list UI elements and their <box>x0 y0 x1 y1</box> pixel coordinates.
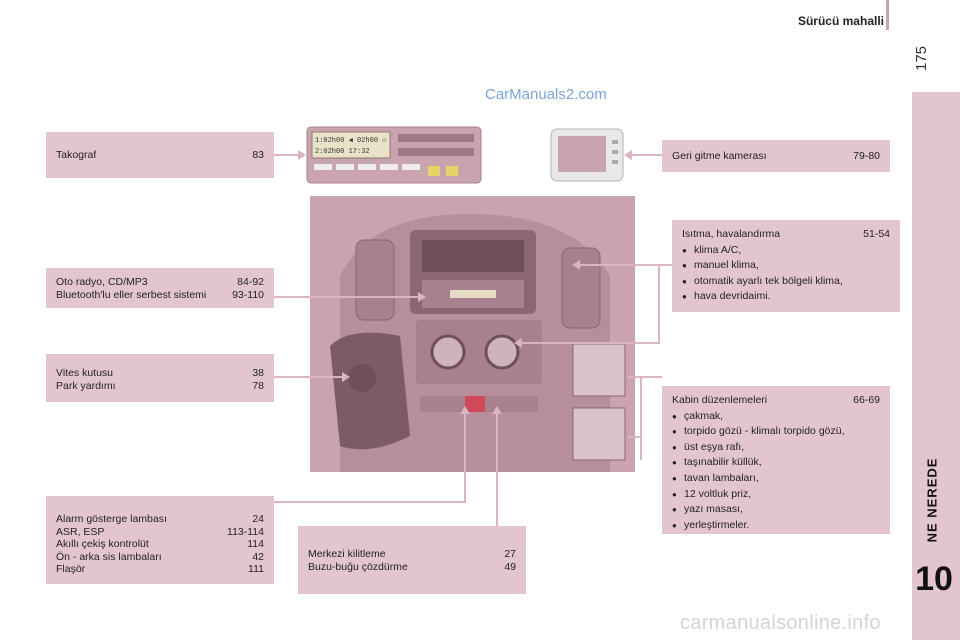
connector-heating-arrow-1 <box>572 260 580 270</box>
connector-cabin-v <box>640 376 642 460</box>
list-item: torpido gözü - klimalı torpido gözü, <box>672 425 880 438</box>
list-item: yazı masası, <box>672 503 880 516</box>
connector-locking-v <box>496 414 498 526</box>
connector-hazard-v <box>464 414 466 503</box>
list-item: taşınabilir küllük, <box>672 456 880 469</box>
connector-camera <box>630 154 662 156</box>
section-title: Sürücü mahalli <box>797 14 884 28</box>
list-item: klima A/C, <box>682 244 890 257</box>
connector-hazard-arrow <box>460 406 470 414</box>
chapter-number: 10 <box>915 560 953 598</box>
connector-cabin-2 <box>628 436 642 438</box>
page-number: 175 <box>913 45 930 71</box>
connector-heating-2 <box>520 342 660 344</box>
connector-camera-arrow <box>624 150 632 160</box>
dashboard-illustration <box>310 196 635 472</box>
watermark-top: CarManuals2.com <box>485 86 607 103</box>
connector-hazard-h <box>274 501 466 503</box>
box-cabin-bullets: çakmak, torpido gözü - klimalı torpido g… <box>672 410 880 532</box>
list-item: manuel klima, <box>682 259 890 272</box>
connector-gearbox <box>274 376 344 378</box>
watermark-footer: carmanualsonline.info <box>680 612 881 634</box>
connector-heating-v <box>658 264 660 344</box>
camera-screen-illustration <box>550 128 624 182</box>
list-item: çakmak, <box>672 410 880 423</box>
connector-locking-arrow <box>492 406 502 414</box>
connector-radio <box>274 296 420 298</box>
dashboard-drawing <box>330 214 626 472</box>
connector-gearbox-arrow <box>342 372 350 382</box>
connector-radio-arrow <box>418 292 426 302</box>
connector-tachograph <box>274 154 300 156</box>
chapter-label: NE NEREDE <box>924 457 940 543</box>
list-item: otomatik ayarlı tek bölgeli klima, <box>682 275 890 288</box>
list-item: üst eşya rafı, <box>672 441 880 454</box>
connector-cabin-1 <box>628 376 662 378</box>
chapter-tab <box>912 92 960 640</box>
connector-tachograph-arrow <box>298 150 306 160</box>
header-divider <box>886 0 889 30</box>
list-item: hava devridaimi. <box>682 290 890 303</box>
list-item: tavan lambaları, <box>672 472 880 485</box>
list-item: 12 voltluk priz, <box>672 488 880 501</box>
tachograph-line-1: 1:02h00 ◀ 02h00 ⌂ <box>315 137 386 145</box>
tachograph-illustration: 1:02h00 ◀ 02h00 ⌂ 2:02h00 17:32 <box>306 126 482 184</box>
list-item: yerleştirmeler. <box>672 519 880 532</box>
tachograph-line-2: 2:02h00 17:32 <box>315 148 370 156</box>
box-heating-bullets: klima A/C, manuel klima, otomatik ayarlı… <box>682 244 890 303</box>
connector-heating-arrow-2 <box>514 338 522 348</box>
connector-heating-1 <box>578 264 672 266</box>
